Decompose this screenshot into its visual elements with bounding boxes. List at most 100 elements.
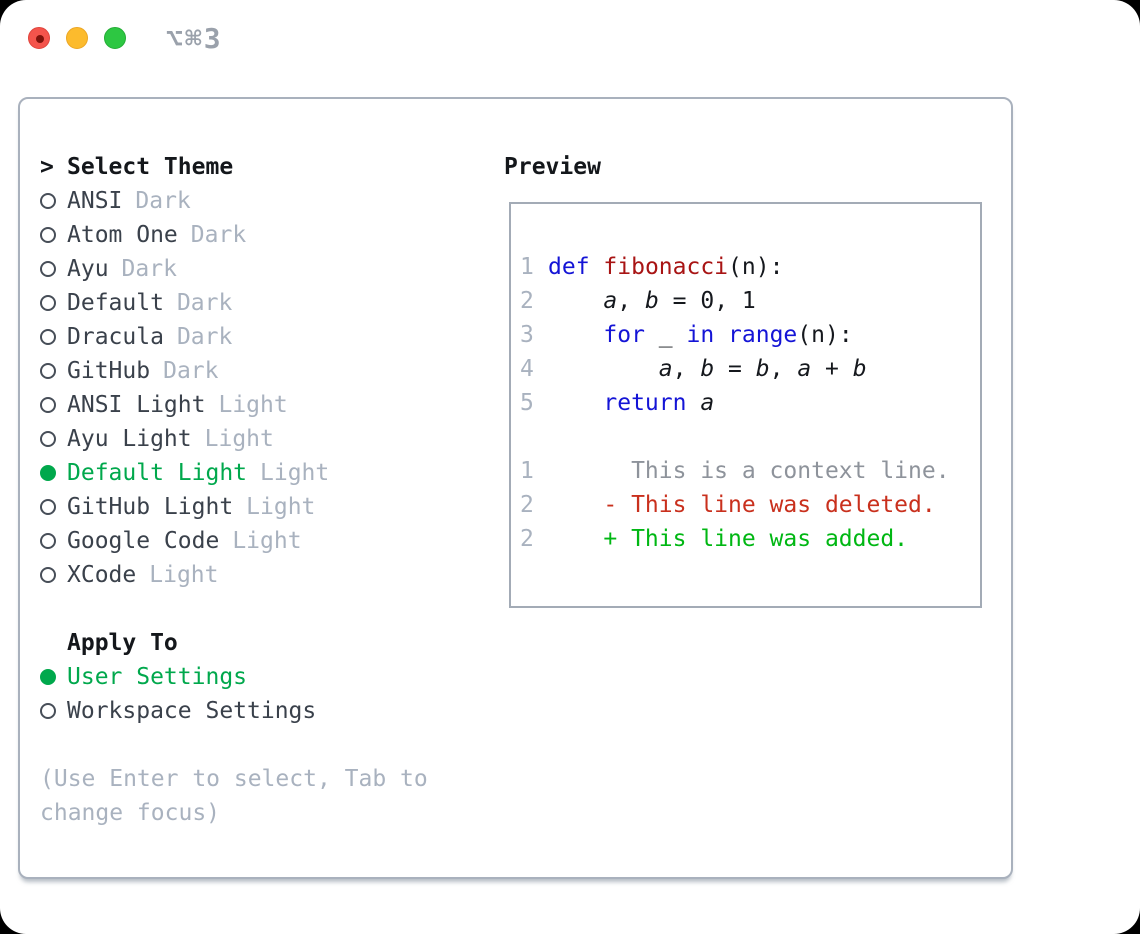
diff-line: 1 This is a context line. xyxy=(511,454,980,488)
theme-option[interactable]: Atom One Dark xyxy=(40,218,428,252)
radio-icon xyxy=(40,465,56,481)
apply-to-title: Apply To xyxy=(67,630,178,656)
marker-column xyxy=(40,227,67,243)
theme-option[interactable]: ANSI Light Light xyxy=(40,388,428,422)
theme-option[interactable]: Ayu Dark xyxy=(40,252,428,286)
theme-option[interactable]: Dracula Dark xyxy=(40,320,428,354)
theme-variant-tag: Dark xyxy=(190,222,247,248)
hint-line-1: (Use Enter to select, Tab to xyxy=(40,766,428,792)
radio-icon xyxy=(40,533,56,549)
diff-text: + This line was added. xyxy=(548,526,909,552)
theme-name: Default Light xyxy=(67,460,248,486)
marker-column xyxy=(40,499,67,515)
theme-variant-tag: Dark xyxy=(121,256,177,282)
radio-icon xyxy=(40,669,56,685)
theme-name: Atom One xyxy=(67,222,178,248)
theme-option[interactable]: ANSI Dark xyxy=(40,184,428,218)
hint-text: (Use Enter to select, Tab to change focu… xyxy=(40,762,428,830)
marker-column xyxy=(40,431,67,447)
apply-to-header: Apply To xyxy=(40,626,428,660)
apply-to-list: User Settings Workspace Settings xyxy=(40,660,428,728)
theme-name: Dracula xyxy=(67,324,164,350)
code-line: 2 a, b = 0, 1 xyxy=(511,284,980,318)
line-number: 2 xyxy=(520,492,534,518)
radio-icon xyxy=(40,431,56,447)
zoom-button[interactable] xyxy=(104,27,126,49)
line-number: 4 xyxy=(520,356,534,382)
theme-variant-tag: Light xyxy=(232,528,302,554)
line-number: 2 xyxy=(520,526,534,552)
code-line: 5 return a xyxy=(511,386,980,420)
theme-option[interactable]: Ayu Light Light xyxy=(40,422,428,456)
apply-to-option[interactable]: User Settings xyxy=(40,660,428,694)
marker-column xyxy=(40,397,67,413)
theme-variant-tag: Light xyxy=(246,494,316,520)
radio-icon xyxy=(40,397,56,413)
radio-icon xyxy=(40,295,56,311)
theme-option[interactable]: GitHub Light Light xyxy=(40,490,428,524)
theme-column: > Select Theme ANSI Dark Atom One Dark A… xyxy=(40,150,428,830)
theme-name: Default xyxy=(67,290,164,316)
code-line: 1 def fibonacci(n): xyxy=(511,250,980,284)
diff-text: - This line was deleted. xyxy=(548,492,936,518)
radio-icon xyxy=(40,499,56,515)
line-number: 5 xyxy=(520,390,534,416)
theme-name: Ayu Light xyxy=(67,426,192,452)
marker-column xyxy=(40,261,67,277)
theme-variant-tag: Light xyxy=(260,460,330,486)
traffic-lights xyxy=(28,27,126,49)
theme-variant-tag: Dark xyxy=(176,324,233,350)
radio-icon xyxy=(40,193,56,209)
marker-column xyxy=(40,465,67,481)
code-line: 4 a, b = b, a + b xyxy=(511,352,980,386)
radio-icon xyxy=(40,703,56,719)
code-line: 3 for _ in range(n): xyxy=(511,318,980,352)
preview-box: 1 def fibonacci(n): 2 a, b = 0, 1 3 for … xyxy=(509,202,982,608)
blank-line xyxy=(511,420,980,454)
theme-name: Google Code xyxy=(67,528,220,554)
theme-name: XCode xyxy=(67,562,137,588)
code-text: a, b = 0, 1 xyxy=(603,288,756,314)
theme-variant-tag: Dark xyxy=(176,290,233,316)
theme-list: ANSI Dark Atom One Dark Ayu Dark Default… xyxy=(40,184,428,592)
theme-variant-tag: Light xyxy=(149,562,219,588)
theme-name: ANSI xyxy=(67,188,123,214)
close-button[interactable] xyxy=(28,27,50,49)
radio-icon xyxy=(40,227,56,243)
theme-name: GitHub xyxy=(67,358,151,384)
code-text: return a xyxy=(603,390,715,416)
marker-column xyxy=(40,363,67,379)
marker-column xyxy=(40,703,67,719)
minimize-button[interactable] xyxy=(66,27,88,49)
theme-option[interactable]: Default Light Light xyxy=(40,456,428,490)
apply-to-option[interactable]: Workspace Settings xyxy=(40,694,428,728)
theme-variant-tag: Dark xyxy=(163,358,219,384)
hint-line-2: change focus) xyxy=(40,800,221,826)
theme-selector-panel: > Select Theme ANSI Dark Atom One Dark A… xyxy=(18,97,1013,879)
select-theme-title: Select Theme xyxy=(67,154,234,180)
theme-variant-tag: Light xyxy=(204,426,274,452)
line-number: 1 xyxy=(520,458,534,484)
theme-option[interactable]: Default Dark xyxy=(40,286,428,320)
theme-name: Ayu xyxy=(67,256,109,282)
theme-name: ANSI Light xyxy=(67,392,206,418)
code-text: a, b = b, a + b xyxy=(658,356,867,382)
theme-option[interactable]: Google Code Light xyxy=(40,524,428,558)
preview-title: Preview xyxy=(504,154,601,180)
marker-column xyxy=(40,669,67,685)
theme-option[interactable]: GitHub Dark xyxy=(40,354,428,388)
apply-to-label: User Settings xyxy=(67,664,248,690)
select-theme-header: > Select Theme xyxy=(40,150,428,184)
marker-column xyxy=(40,533,67,549)
theme-name: GitHub Light xyxy=(67,494,234,520)
diff-line: 2 - This line was deleted. xyxy=(511,488,980,522)
radio-icon xyxy=(40,363,56,379)
theme-option[interactable]: XCode Light xyxy=(40,558,428,592)
radio-icon xyxy=(40,261,56,277)
code-text: def fibonacci(n): xyxy=(548,254,784,280)
line-number: 3 xyxy=(520,322,534,348)
line-number: 2 xyxy=(520,288,534,314)
radio-icon xyxy=(40,567,56,583)
marker-column xyxy=(40,193,67,209)
